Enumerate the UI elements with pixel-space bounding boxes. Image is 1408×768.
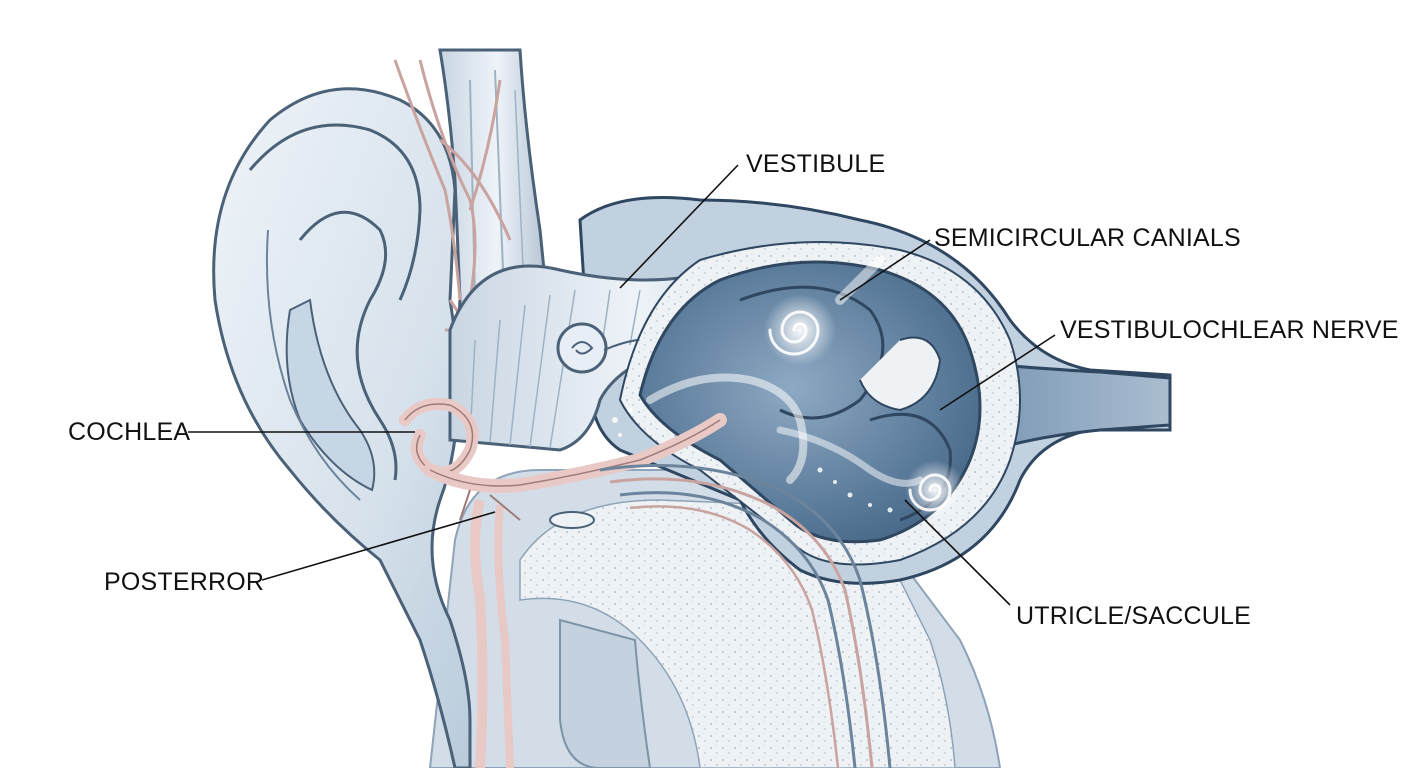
chamber-notch	[859, 336, 942, 412]
pink-vessel-branch	[470, 498, 488, 768]
small-coil	[556, 322, 608, 374]
mist-swirls	[646, 255, 965, 520]
leader-semicircular	[839, 239, 931, 301]
label-posterror: POSTERROR	[104, 568, 265, 596]
leader-nerve	[939, 334, 1056, 411]
label-vestibule: VESTIBULE	[746, 150, 886, 178]
concha	[285, 298, 376, 492]
leader-posterror	[261, 511, 496, 581]
label-vestibulochlear-nerve: VESTIBULOCHLEAR NERVE	[1060, 316, 1399, 344]
helix-fold	[248, 123, 422, 301]
upper-nerve-branches	[393, 59, 512, 301]
leader-vestibule	[619, 164, 739, 289]
inner-helix-line	[265, 229, 361, 501]
label-semicircular-canals: SEMICIRCULAR CANIALS	[934, 224, 1241, 252]
oval-window	[549, 511, 595, 529]
nerve-trunk	[998, 363, 1172, 447]
bubble-dots	[612, 407, 893, 513]
label-utricle-saccule: UTRICLE/SACCULE	[1016, 602, 1251, 630]
leader-lines	[188, 164, 1056, 606]
label-cochlea: COCHLEA	[68, 418, 191, 446]
chamber-loop-upper	[739, 285, 885, 420]
layered-tubes	[599, 464, 892, 768]
leader-utricle	[904, 499, 1011, 606]
